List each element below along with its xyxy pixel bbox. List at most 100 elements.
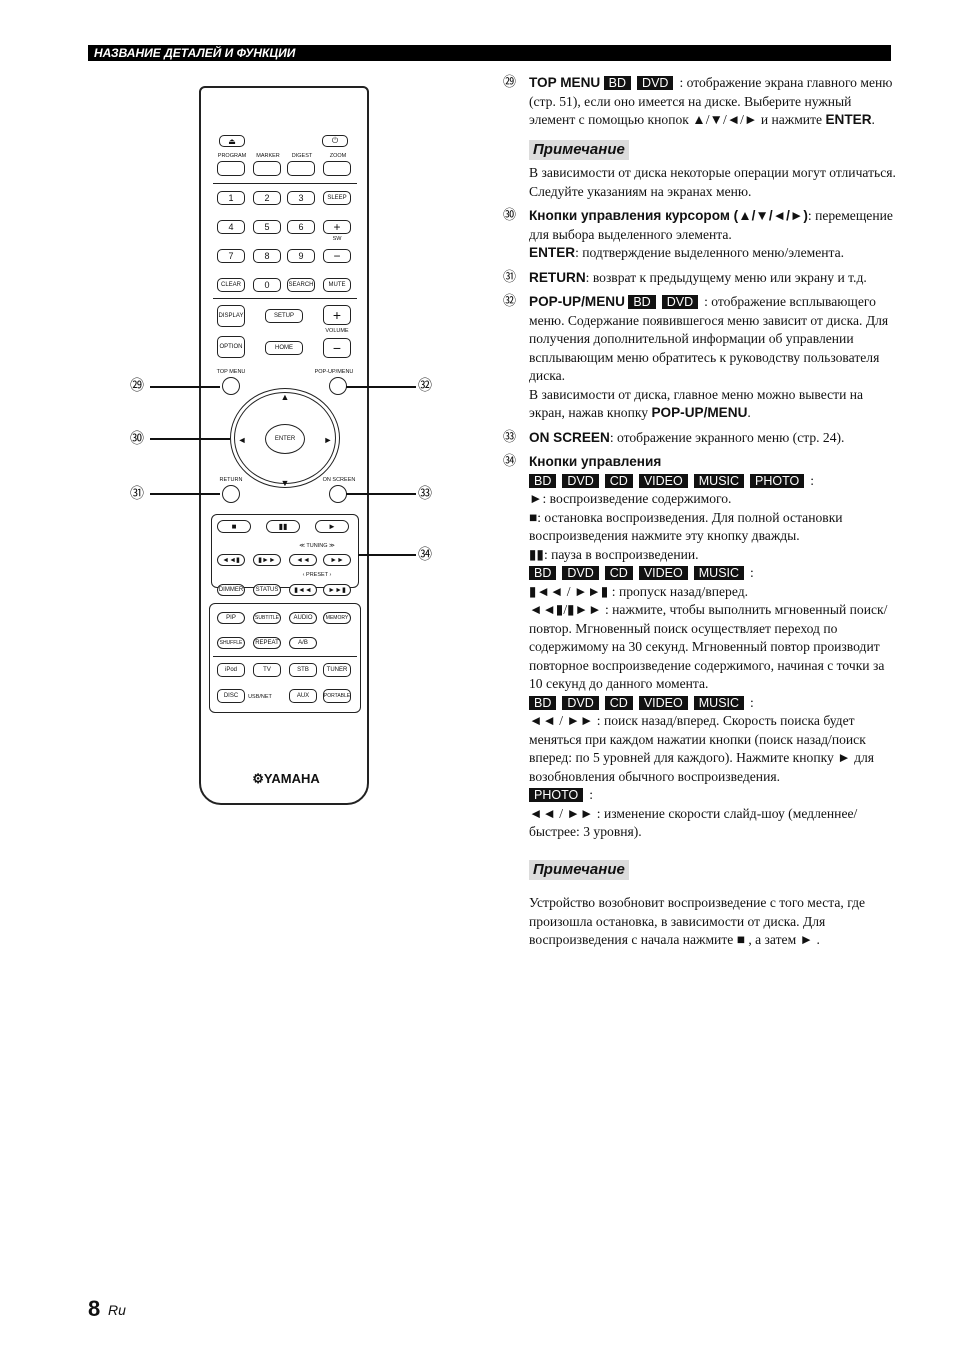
item-text: : отображение всплывающего меню. Содержа… xyxy=(529,294,889,383)
rewind-button: ◄◄ xyxy=(289,554,317,566)
digit-9-button: 9 xyxy=(287,249,315,263)
remote-illustration: ⏏ ⏻ PROGRAM MARKER DIGEST ZOOM 1 2 3 SLE… xyxy=(199,86,369,805)
item-marker: ㉙ xyxy=(503,75,517,90)
item-title: POP-UP/MENU xyxy=(529,294,625,309)
ipod-button: iPod xyxy=(217,663,245,677)
tv-button: TV xyxy=(253,663,281,677)
volume-up-button: + xyxy=(323,305,351,325)
note2-text: Устройство возобновит воспроизведение с … xyxy=(529,895,866,947)
ab-button: A/B xyxy=(289,637,317,649)
item-end: . xyxy=(747,405,751,420)
zoom-button xyxy=(323,161,351,176)
skip-icons: ▮◄◄ / ►►▮ xyxy=(529,583,612,599)
divider xyxy=(213,298,357,299)
digit-0-button: 0 xyxy=(253,278,281,292)
callout-33: ㉝ xyxy=(418,486,432,502)
sleep-button: SLEEP xyxy=(323,191,351,205)
tag-bd: BD xyxy=(529,473,557,488)
tuning-label: ≪ TUNING ≫ xyxy=(299,543,335,549)
up-arrow-icon: ▲ xyxy=(280,392,290,402)
setup-button: SETUP xyxy=(265,309,303,323)
tag-cd: CD xyxy=(604,695,633,710)
item-title: TOP MENU xyxy=(529,75,601,90)
item-title: Кнопки управления xyxy=(529,454,662,469)
digit-6-button: 6 xyxy=(287,220,315,234)
play-text: : воспроизведение содержимого. xyxy=(542,491,732,506)
on-screen-label: ON SCREEN xyxy=(322,477,356,483)
dimmer-button: DIMMER xyxy=(217,584,245,596)
search-text-2: для возобновления обычного воспроизведен… xyxy=(529,750,875,784)
volume-label: VOLUME xyxy=(325,328,349,334)
return-label: RETURN xyxy=(219,477,243,483)
preset-text: PRESET xyxy=(306,572,328,578)
sw-plus-button: + xyxy=(323,220,351,234)
top-menu-button xyxy=(222,377,240,395)
tag-video: VIDEO xyxy=(638,695,688,710)
item-text: : возврат к предыдущему меню или экрану … xyxy=(585,269,867,285)
item-marker: ㉚ xyxy=(503,208,517,223)
stop-icon: ■ xyxy=(736,932,749,947)
aux-button: AUX xyxy=(289,689,317,703)
program-button xyxy=(217,161,245,176)
callout-line-32 xyxy=(346,386,416,388)
right-arrow-icon: ► xyxy=(323,435,333,445)
subtitle-button: SUBTITLE xyxy=(253,612,281,624)
digit-8-button: 8 xyxy=(253,249,281,263)
down-arrow-icon: ▼ xyxy=(280,478,290,488)
divider xyxy=(213,183,357,184)
zoom-label: ZOOM xyxy=(329,153,347,159)
callout-line-29 xyxy=(150,386,220,388)
pause-button: ▮▮ xyxy=(266,520,300,533)
replay-text: : нажмите, чтобы выполнить мгновенный по… xyxy=(529,602,888,691)
status-button: STATUS xyxy=(253,584,281,596)
play-icon: ► xyxy=(529,491,543,506)
tag-bd: BD xyxy=(529,695,557,710)
return-button xyxy=(222,485,240,503)
enter-word: ENTER xyxy=(529,245,576,260)
enter-button: ENTER xyxy=(265,424,305,454)
tag-cd: CD xyxy=(604,473,633,488)
item-marker: ㉝ xyxy=(503,429,517,445)
page-number: 8 xyxy=(88,1296,101,1321)
note-text: В зависимости от диска некоторые операци… xyxy=(529,165,896,199)
play-button: ► xyxy=(315,520,349,533)
fast-forward-button: ►► xyxy=(323,554,351,566)
tag-bd: BD xyxy=(529,566,557,580)
item-text-2: В зависимости от диска, главное меню мож… xyxy=(529,386,864,421)
note-heading: Примечание xyxy=(529,139,629,160)
note-text: Устройство возобновит воспроизведение с … xyxy=(503,894,898,950)
section-header: НАЗВАНИЕ ДЕТАЛЕЙ И ФУНКЦИИ xyxy=(88,45,891,61)
skip-back-button: ▮◄◄ xyxy=(289,584,317,596)
play-icon: ► xyxy=(837,750,855,765)
note2-text-2: , а затем xyxy=(748,932,797,947)
item-marker: ㉛ xyxy=(503,269,517,285)
popup-menu-label: POP-UP/MENU xyxy=(314,369,354,375)
enter-word: ENTER xyxy=(825,112,872,127)
marker-button xyxy=(253,161,281,176)
tuning-text: TUNING xyxy=(306,543,328,549)
program-label: PROGRAM xyxy=(217,153,247,159)
top-menu-label: TOP MENU xyxy=(216,369,246,375)
pause-text: : пауза в воспроизведении. xyxy=(543,546,699,562)
item-title: Кнопки управления курсором (▲/▼/◄/►) xyxy=(529,208,808,223)
pause-icon: ▮▮ xyxy=(529,546,544,562)
on-screen-button xyxy=(329,485,347,503)
usb-net-label: USB/NET xyxy=(248,694,272,700)
digit-1-button: 1 xyxy=(217,191,245,205)
display-button: DISPLAY xyxy=(217,305,245,327)
marker-label: MARKER xyxy=(256,153,280,159)
callout-30: ㉚ xyxy=(130,431,144,447)
stb-button: STB xyxy=(289,663,317,677)
callout-29: ㉙ xyxy=(130,378,144,394)
instant-replay-button: ◄◄▮ xyxy=(217,554,245,566)
replay-icons: ◄◄▮/▮►► xyxy=(529,602,605,617)
digit-7-button: 7 xyxy=(217,249,245,263)
callout-34: ㉞ xyxy=(418,547,432,563)
tag-dvd: DVD xyxy=(562,473,599,488)
digest-label: DIGEST xyxy=(291,153,313,159)
audio-button: AUDIO xyxy=(289,612,317,624)
memory-button: MEMORY xyxy=(323,612,351,624)
tag-bd: BD xyxy=(628,295,656,309)
tag-dvd: DVD xyxy=(637,76,674,90)
